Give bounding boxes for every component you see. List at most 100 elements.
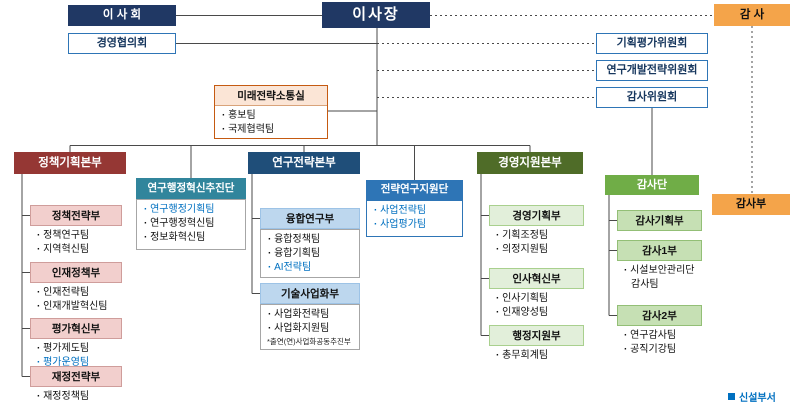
department-teams: 재정정책팀 — [30, 387, 122, 406]
team-item: 홍보팀 — [220, 109, 325, 123]
team-item: 사업화전략팀 — [266, 308, 357, 322]
board-label: 이 사 회 — [102, 9, 142, 22]
department-audit-2: 감사2부 연구감사팀 공직기강팀 — [617, 305, 702, 359]
department-policy-strategy: 정책전략부 정책연구팀 지역혁신팀 — [30, 205, 122, 259]
department-admin-support: 행정지원부 총무회계팀 — [489, 325, 584, 365]
strategy-support-group-header: 전략연구지원단 — [366, 180, 463, 200]
department-header: 인사혁신부 — [489, 268, 584, 289]
team-item: 사업전략팀 — [372, 204, 460, 218]
division-label: 경영지원본부 — [498, 156, 562, 169]
team-item: 인재전략팀 — [35, 286, 120, 300]
team-item: 시설보안관리단 감사팀 — [622, 264, 700, 292]
committee-planning-evaluation: 기획평가위원회 — [596, 33, 708, 54]
team-item: 의정지원팀 — [494, 243, 582, 257]
team-item: 연구행정기획팀 — [142, 203, 243, 217]
department-footnote: *출연(연)사업화공동추진부 — [267, 337, 351, 346]
future-office-teams: 홍보팀 국제협력팀 — [215, 106, 327, 139]
department-header: 경영기획부 — [489, 205, 584, 226]
committee-label: 연구개발전략위원회 — [606, 64, 698, 77]
department-audit-planning: 감사기획부 — [617, 210, 702, 231]
team-item: 연구감사팀 — [622, 329, 700, 343]
department-header: 행정지원부 — [489, 325, 584, 346]
solid-connectors — [21, 15, 653, 377]
audit-department-box: 감사부 — [712, 194, 790, 215]
department-header: 기술사업화부 — [260, 283, 360, 304]
department-teams: 융합정책팀 융합기획팀 AI전략팀 — [260, 229, 360, 278]
department-teams: 인재전략팀 인재개발혁신팀 — [30, 283, 122, 316]
team-item: 사업화지원팀 — [266, 322, 357, 336]
team-item: 총무회계팀 — [494, 349, 582, 363]
division-label: 정책기획본부 — [38, 156, 102, 169]
department-header: 재정전략부 — [30, 366, 122, 387]
department-teams: 연구감사팀 공직기강팀 — [617, 326, 702, 359]
council-box: 경영협의회 — [68, 33, 176, 54]
team-item: 사업평가팀 — [372, 218, 460, 232]
team-item: AI전략팀 — [266, 261, 357, 275]
department-convergence-research: 융합연구부 융합정책팀 융합기획팀 AI전략팀 — [260, 208, 360, 278]
team-item: 융합기획팀 — [266, 247, 357, 261]
department-finance-strategy: 재정전략부 재정정책팀 — [30, 366, 122, 406]
research-admin-group-header: 연구행정혁신추진단 — [136, 178, 246, 199]
team-item: 인사기획팀 — [494, 292, 582, 306]
department-teams: 평가제도팀 평가운영팀 — [30, 339, 122, 372]
dotted-connectors — [377, 15, 753, 194]
committee-rnd-strategy: 연구개발전략위원회 — [596, 60, 708, 81]
research-admin-group-label: 연구행정혁신추진단 — [147, 181, 235, 194]
team-item: 정책연구팀 — [35, 229, 120, 243]
future-office-box: 미래전략소통실 홍보팀 국제협력팀 — [214, 85, 328, 139]
auditor-label: 감 사 — [739, 8, 765, 21]
department-teams: 정책연구팀 지역혁신팀 — [30, 226, 122, 259]
team-item: 융합정책팀 — [266, 233, 357, 247]
team-item: 인재양성팀 — [494, 306, 582, 320]
chairman-box: 이사장 — [322, 2, 430, 28]
division-management-support: 경영지원본부 — [477, 152, 583, 174]
department-management-planning: 경영기획부 기획조정팀 의정지원팀 — [489, 205, 584, 259]
department-evaluation-innovation: 평가혁신부 평가제도팀 평가운영팀 — [30, 318, 122, 372]
chairman-label: 이사장 — [352, 5, 400, 23]
audit-department-label: 감사부 — [735, 198, 767, 211]
department-audit-1: 감사1부 시설보안관리단 감사팀 — [617, 240, 702, 294]
department-teams: 사업화전략팀 사업화지원팀 *출연(연)사업화공동추진부 — [260, 304, 360, 351]
team-item: 연구행정혁신팀 — [142, 217, 243, 231]
committee-audit: 감사위원회 — [596, 87, 708, 108]
team-item: 국제협력팀 — [220, 123, 325, 137]
team-item: 평가제도팀 — [35, 342, 120, 356]
department-header: 정책전략부 — [30, 205, 122, 226]
department-header: 평가혁신부 — [30, 318, 122, 339]
committee-label: 감사위원회 — [626, 91, 678, 104]
board-box: 이 사 회 — [68, 5, 176, 26]
department-hr-innovation: 인사혁신부 인사기획팀 인재양성팀 — [489, 268, 584, 322]
research-admin-group-teams: 연구행정기획팀 연구행정혁신팀 정보화혁신팀 — [136, 199, 246, 250]
team-item: 기획조정팀 — [494, 229, 582, 243]
audit-group-label: 감사단 — [636, 178, 668, 191]
auditor-box: 감 사 — [714, 4, 790, 26]
team-item: 인재개발혁신팀 — [35, 300, 120, 314]
department-teams: 기획조정팀 의정지원팀 — [489, 226, 584, 259]
division-research-strategy: 연구전략본부 — [248, 152, 360, 174]
department-teams: 총무회계팀 — [489, 346, 584, 365]
legend-label: 신설부서 — [739, 393, 776, 404]
division-policy-planning: 정책기획본부 — [14, 152, 126, 174]
future-office-header: 미래전략소통실 — [215, 86, 327, 106]
future-office-label: 미래전략소통실 — [237, 90, 305, 102]
department-tech-commercialization: 기술사업화부 사업화전략팀 사업화지원팀 *출연(연)사업화공동추진부 — [260, 283, 360, 351]
audit-group-box: 감사단 — [605, 175, 699, 195]
council-label: 경영협의회 — [96, 37, 148, 50]
team-item: 정보화혁신팀 — [142, 231, 243, 245]
department-header: 감사1부 — [617, 240, 702, 261]
team-item: 지역혁신팀 — [35, 243, 120, 257]
department-talent-policy: 인재정책부 인재전략팀 인재개발혁신팀 — [30, 262, 122, 316]
department-header: 감사2부 — [617, 305, 702, 326]
department-header: 인재정책부 — [30, 262, 122, 283]
strategy-support-group-teams: 사업전략팀 사업평가팀 — [366, 200, 463, 237]
team-item: 재정정책팀 — [35, 390, 120, 404]
division-label: 연구전략본부 — [272, 156, 336, 169]
committee-label: 기획평가위원회 — [616, 37, 688, 50]
legend-new-department: 신설부서 — [728, 389, 776, 404]
department-teams: 시설보안관리단 감사팀 — [617, 261, 702, 294]
department-teams: 인사기획팀 인재양성팀 — [489, 289, 584, 322]
team-item: 평가운영팀 — [35, 356, 120, 370]
department-header: 감사기획부 — [617, 210, 702, 231]
